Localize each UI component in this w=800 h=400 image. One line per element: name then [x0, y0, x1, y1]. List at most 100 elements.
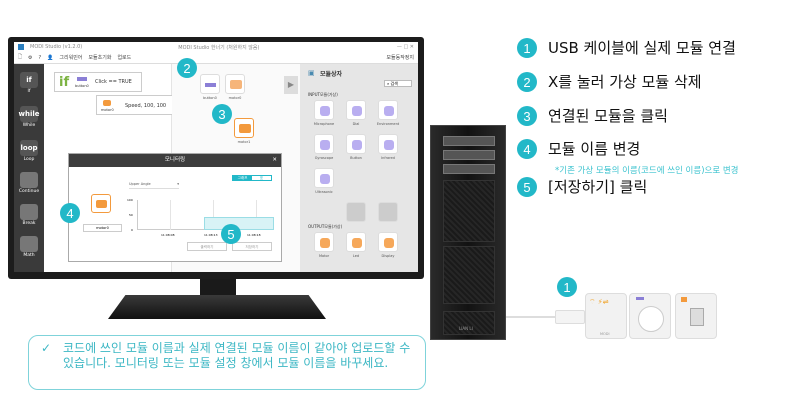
module-tile-placeholder [378, 202, 398, 222]
sidebar-item-math[interactable]: Math [17, 236, 41, 258]
usb-plug-icon [555, 310, 585, 324]
button-icon [352, 140, 362, 150]
sidebar-item-continue[interactable]: Continue [17, 172, 41, 194]
infrared-icon [384, 140, 394, 150]
module-tile-gyroscope[interactable] [314, 134, 334, 154]
sidebar-label: While [22, 123, 36, 128]
break-icon [20, 204, 38, 220]
monitor-neck [200, 279, 236, 296]
upload-button[interactable]: 업로드 [117, 55, 132, 61]
motor-block[interactable]: motor0 Speed, 100, 100 [96, 95, 174, 115]
module-tile-label: Gyroscope [314, 156, 334, 160]
module-tile-motor[interactable] [314, 232, 334, 252]
module-tile-button[interactable] [346, 134, 366, 154]
check-icon: ✓ [41, 341, 52, 355]
motor-module [675, 293, 717, 339]
modi-studio-window: MODI Studio (v1.2.0) MODI Studio 한너기 (처원… [14, 42, 418, 272]
close-icon[interactable]: ✕ [272, 157, 277, 163]
dialog-header: 모니터링 ✕ [69, 154, 281, 167]
module-tile-label: Led [352, 254, 360, 258]
motor-action: Speed, 100, 100 [125, 103, 167, 109]
step-number-badge: 4 [517, 139, 537, 159]
output-button[interactable]: 출력하기 [187, 242, 227, 251]
view-toggle[interactable]: 그래프 표 [232, 175, 272, 181]
module-tile-label: Ultrasonic [315, 190, 333, 194]
step-badge-1: 1 [557, 277, 577, 297]
monitoring-dialog: 모니터링✕ 그래프 표 Upper Angle ▾ motor0 100 50 … [68, 153, 282, 262]
search-placeholder: 검색 [390, 81, 398, 86]
module-tile-label: Microphone [313, 122, 335, 126]
if-keyword: if [59, 75, 70, 90]
step4-note: *기존 가상 모듈의 이름(코드에 쓰인 이름)으로 변경 [555, 166, 739, 176]
help-icon[interactable]: ? [38, 54, 42, 61]
sidebar-label: Continue [18, 189, 40, 194]
module-tile-label: Display [381, 254, 395, 258]
step-number-badge: 5 [517, 177, 537, 197]
step-text: [저장하기] 클릭 [548, 178, 648, 196]
if-module-name: button0 [75, 84, 89, 88]
module-label: motor0 [228, 96, 242, 100]
pc-tower: LIAN LI [430, 125, 506, 340]
module-tile-ultrasonic[interactable] [314, 168, 334, 188]
save-button[interactable]: 저장하기 [232, 242, 272, 251]
y-tick: 50 [129, 213, 133, 217]
module-tile-infrared[interactable] [378, 134, 398, 154]
module-tile-label: Motor [318, 254, 330, 258]
virtual-module-motor0[interactable] [225, 74, 245, 94]
x-tick: 11:08:18 [247, 233, 261, 237]
module-reset-button[interactable]: 모듈초기화 [88, 55, 112, 61]
settings-icon[interactable]: ⚙ [28, 54, 33, 61]
module-tile-led[interactable] [346, 232, 366, 252]
ultrasonic-icon [320, 174, 330, 184]
module-tile-label: Dial [352, 122, 360, 126]
chart-area [137, 200, 274, 230]
app-logo-icon [18, 44, 24, 50]
module-label: motor1 [237, 140, 251, 144]
virtual-module-button0[interactable] [200, 74, 220, 94]
new-file-icon[interactable]: 🗋 [18, 53, 23, 60]
draw-example-button[interactable]: 그리워민어 [59, 55, 83, 61]
step-number-badge: 1 [517, 38, 537, 58]
panel-toggle-icon[interactable]: ▶ [284, 76, 298, 94]
table-tab[interactable]: 표 [259, 176, 264, 180]
user-icon[interactable]: 👤 [47, 54, 54, 61]
step-text: X를 눌러 가상 모듈 삭제 [548, 73, 702, 91]
sidebar-item-break[interactable]: Break [17, 204, 41, 226]
dial-icon [352, 106, 362, 116]
search-input[interactable]: ⌕ 검색 [384, 80, 412, 87]
input-section-header[interactable]: INPUT모듈(가상) [308, 92, 338, 97]
module-box-icon: ▣ [308, 69, 315, 77]
x-tick: 11:08:08 [161, 233, 175, 237]
step-badge-2: 2 [177, 58, 197, 78]
module-name-input[interactable]: motor0 [83, 224, 122, 232]
select-value: Upper Angle [129, 182, 151, 186]
dialog-title: 모니터링 [164, 157, 186, 163]
output-section-header[interactable]: OUTPUT모듈(가상) [308, 224, 343, 229]
panel-title: 모듈상자 [320, 71, 343, 78]
property-select[interactable]: Upper Angle ▾ [129, 182, 179, 189]
tower-brand: LIAN LI [459, 326, 473, 331]
if-block[interactable]: if button0 Click == TRUE [54, 72, 142, 92]
module-tile-dial[interactable] [346, 100, 366, 120]
module-stop-button[interactable]: 모듈동작정지 [386, 55, 414, 61]
if-condition: Click == TRUE [95, 79, 132, 85]
graph-tab[interactable]: 그래프 [233, 176, 252, 180]
tip-box: ✓ 코드에 쓰인 모듈 이름과 실제 연결된 모듈 이름이 같아야 업로드할 수… [28, 335, 426, 390]
connected-module-motor1[interactable] [234, 118, 254, 138]
module-tile-placeholder [346, 202, 366, 222]
y-tick: 0 [131, 228, 133, 232]
module-tile-label: Button [350, 156, 362, 160]
step-text: 연결된 모듈을 클릭 [548, 107, 668, 125]
module-tile-display[interactable] [378, 232, 398, 252]
step-number-badge: 3 [517, 106, 537, 126]
module-tile-microphone[interactable] [314, 100, 334, 120]
window-controls-icon[interactable]: — □ ✕ [396, 44, 414, 50]
module-tile-environment[interactable] [378, 100, 398, 120]
motor-module-icon [103, 100, 111, 106]
if-icon: if [20, 72, 38, 88]
led-icon [352, 238, 362, 248]
